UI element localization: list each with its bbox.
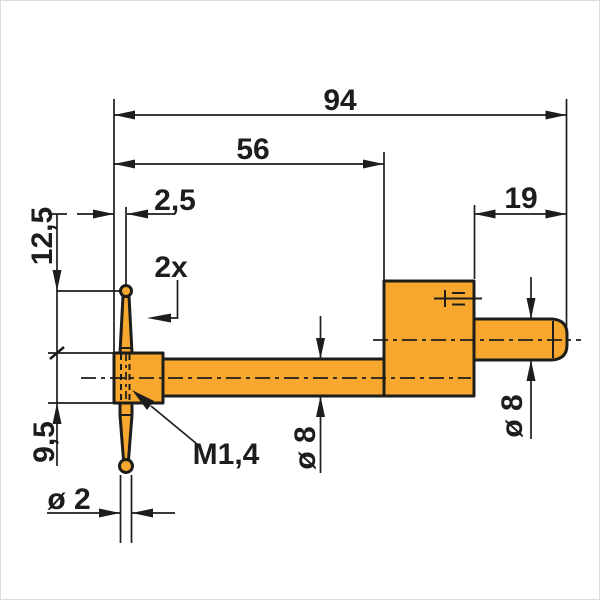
plus-equals-mark	[434, 290, 482, 307]
arrowhead-up	[316, 396, 325, 417]
dim-dia8-shaft-label: ø 8	[289, 426, 322, 469]
arrowhead-left	[474, 209, 496, 219]
dim-ball-diameter: ø 2	[47, 483, 175, 518]
leader-arrowhead	[132, 390, 154, 410]
arrowhead-left	[114, 159, 135, 169]
dim-stylus-offset: 2,5	[77, 184, 196, 219]
arrowhead-up	[526, 360, 536, 381]
dim-dia8-stud-label: ø 8	[496, 394, 529, 437]
arrowhead-up	[52, 403, 62, 424]
label-2x: 2x	[154, 251, 188, 284]
dim-2-5-label: 2,5	[154, 184, 196, 217]
dim-hub-to-block: 56	[114, 133, 384, 169]
arrowhead-down	[52, 270, 62, 291]
dim-stud-diameter: ø 8	[496, 277, 536, 439]
callout-2x: 2x	[147, 251, 188, 323]
dim-9-5-label: 9,5	[28, 421, 61, 463]
dim-19-label: 19	[504, 182, 537, 215]
part-bottom-ball	[118, 458, 134, 474]
leader-line	[150, 405, 198, 445]
arrowhead-left	[99, 508, 120, 518]
dim-overall-length: 94	[114, 84, 567, 120]
leader-line	[169, 280, 179, 319]
arrowhead-down	[526, 298, 536, 319]
dim-dia2-label: ø 2	[47, 483, 90, 516]
arrowhead-right	[545, 110, 567, 120]
leader-arrowhead	[147, 313, 171, 323]
part-lower-cone	[118, 401, 134, 462]
dim-94-label: 94	[323, 84, 357, 117]
extension-lines	[48, 99, 568, 543]
part-upper-cone	[118, 294, 134, 355]
dim-12-5-label: 12,5	[26, 207, 59, 265]
dim-56-label: 56	[236, 133, 269, 166]
label-m1-4: M1,4	[193, 438, 260, 471]
arrowhead-right	[363, 159, 384, 169]
arrowhead-right	[132, 508, 153, 518]
oblique-tick	[49, 346, 65, 360]
part-geometry	[81, 279, 581, 474]
part-top-ball	[119, 284, 133, 298]
part-block	[382, 279, 476, 398]
arrowhead-left	[93, 209, 114, 219]
dim-vertical-chain: 12,5 9,5	[26, 207, 67, 466]
arrowhead-left	[114, 110, 135, 120]
arrowhead-right	[127, 209, 148, 219]
arrowhead-right	[545, 209, 567, 219]
dim-stud-length: 19	[474, 182, 567, 219]
dim-shaft-diameter: ø 8	[289, 316, 325, 473]
arrowhead-down	[316, 338, 325, 359]
callout-thread: M1,4	[132, 390, 260, 471]
